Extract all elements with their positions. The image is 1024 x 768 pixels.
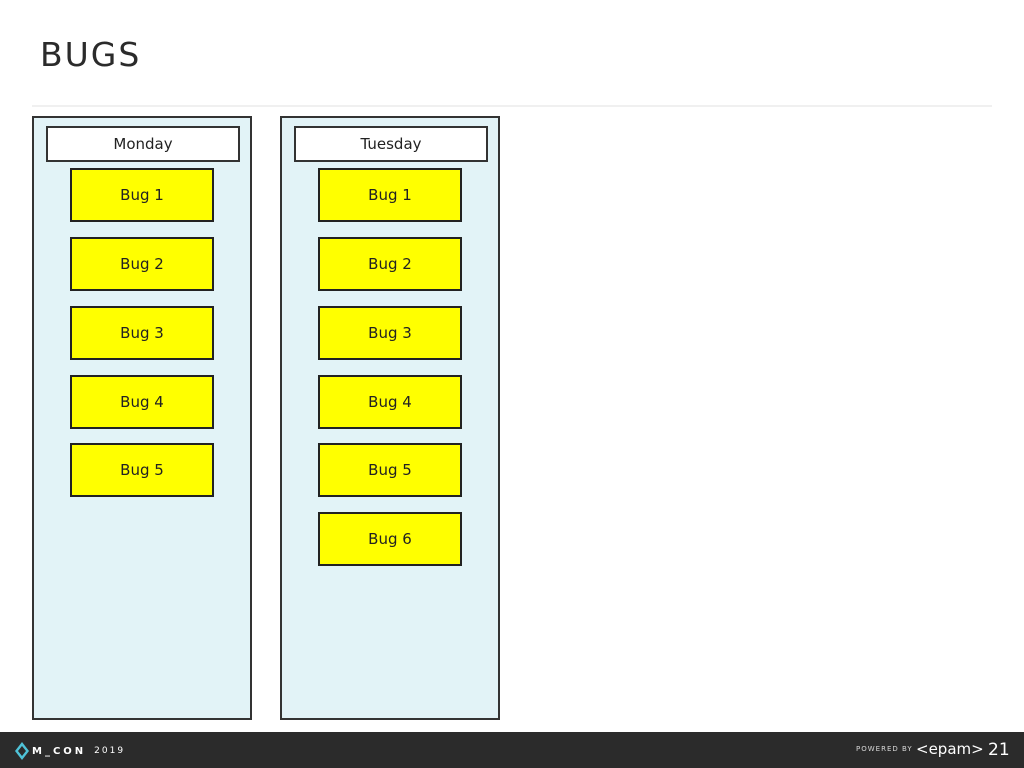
day-header: Monday [46,126,240,162]
bug-card: Bug 4 [318,375,462,429]
bug-card: Bug 1 [70,168,214,222]
slide-footer: M_CON 2019 POWERED BY <epam> 21 [0,732,1024,768]
bug-card: Bug 5 [318,443,462,497]
bug-card: Bug 3 [318,306,462,360]
bug-card: Bug 6 [318,512,462,566]
bug-card: Bug 2 [70,237,214,291]
title-divider [32,105,992,107]
page-number: 21 [988,740,1010,760]
bug-card: Bug 3 [70,306,214,360]
day-header: Tuesday [294,126,488,162]
day-column-monday: Monday Bug 1 Bug 2 Bug 3 Bug 4 Bug 5 [32,116,252,720]
event-logo-text: M_CON [32,745,87,757]
day-column-tuesday: Tuesday Bug 1 Bug 2 Bug 3 Bug 4 Bug 5 Bu… [280,116,500,720]
powered-by-label: POWERED BY [856,745,913,753]
bug-card: Bug 5 [70,443,214,497]
sponsor-logo: <epam> [916,740,984,758]
event-year: 2019 [94,746,126,756]
bug-card: Bug 2 [318,237,462,291]
bug-card: Bug 4 [70,375,214,429]
bug-card: Bug 1 [318,168,462,222]
slide-title: BUGS [40,35,142,74]
event-logo: M_CON 2019 [14,741,125,761]
event-logo-icon [15,742,29,760]
